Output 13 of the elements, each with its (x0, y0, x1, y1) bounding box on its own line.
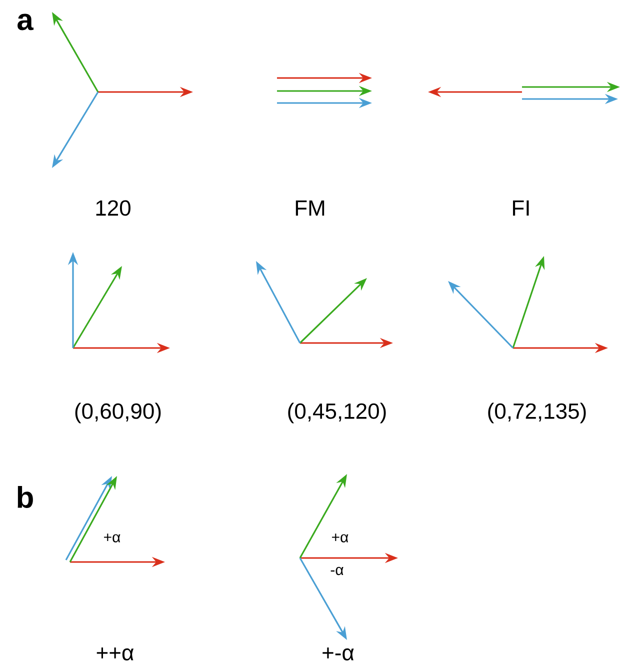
panel-label: ++α (96, 648, 134, 660)
panel-letter: b (18, 486, 33, 508)
panel-label: 120 (96, 200, 130, 216)
panel-label: FM (296, 200, 324, 216)
panel-label: FI (513, 200, 529, 216)
panel-label: +α (104, 534, 120, 542)
panel-label: (0,45,120) (288, 402, 386, 424)
panel-label: -α (330, 566, 344, 576)
panel-label: (0,60,90) (75, 402, 161, 424)
panel-letter: a (18, 14, 34, 30)
panel-label: +α (332, 534, 348, 542)
panel-label: +-α (322, 648, 354, 660)
panel-label: (0,72,135) (488, 402, 586, 424)
